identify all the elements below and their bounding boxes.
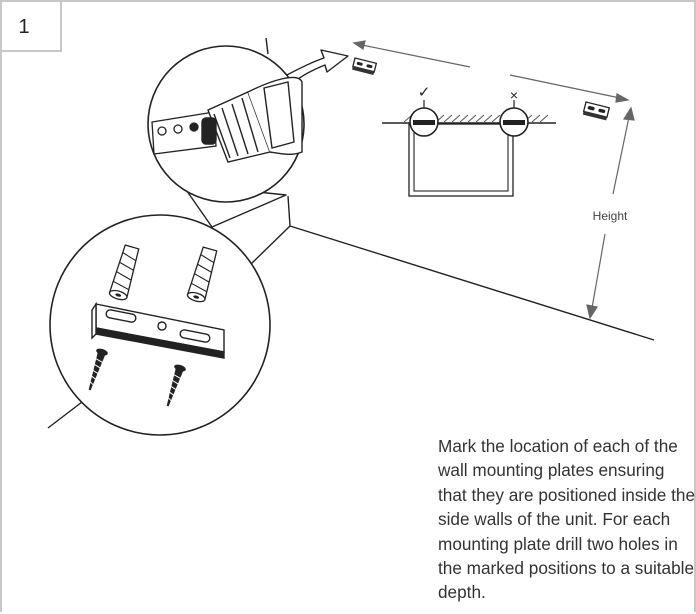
fixings-zoom-circle — [49, 214, 271, 436]
height-dimension — [586, 106, 635, 320]
step-number-box: 1 — [2, 2, 62, 52]
correct-mark: ✓ — [418, 84, 431, 101]
incorrect-mark: × — [510, 87, 518, 103]
wall-plate-left — [352, 57, 378, 75]
screw-right — [166, 364, 186, 407]
instruction-text: Mark the location of each of the wall mo… — [438, 436, 696, 603]
pointer-arrow — [284, 49, 349, 83]
wall-plug-left — [108, 244, 140, 301]
wall-lines — [47, 37, 655, 429]
wall-plug-right — [186, 246, 218, 303]
drill-zoom-circle — [147, 45, 305, 228]
wall-plate-right — [582, 101, 611, 121]
step-number: 1 — [18, 15, 30, 38]
height-label: Height — [593, 209, 628, 223]
mounting-plate — [91, 301, 225, 359]
screw-left — [88, 348, 108, 391]
spacing-arrows — [352, 40, 630, 103]
cross-section-detail — [382, 100, 556, 197]
